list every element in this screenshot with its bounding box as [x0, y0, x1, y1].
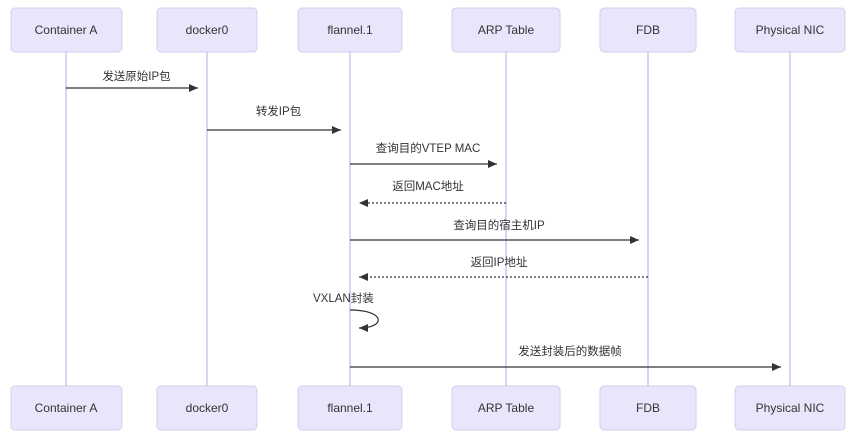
actor-label-physical-nic: Physical NIC: [756, 401, 825, 415]
actor-fdb-bottom[interactable]: FDB: [599, 385, 697, 431]
actor-box-physical-nic: [734, 7, 846, 53]
actor-arp-table-bottom[interactable]: ARP Table: [451, 385, 561, 431]
actor-box-container-a: [10, 7, 123, 53]
actor-flannel1-bottom[interactable]: flannel.1: [297, 385, 403, 431]
message-return-ip-address[interactable]: 返回IP地址: [359, 255, 648, 281]
actor-headers-bottom: Container A docker0 flannel.1 ARP Table FDB P…: [10, 385, 846, 431]
actor-container-a-bottom[interactable]: Container A: [10, 385, 123, 431]
actor-box-fdb: [599, 7, 697, 53]
actor-label-container-a: Container A: [35, 401, 98, 415]
actor-box-flannel1: [297, 385, 403, 431]
actor-headers-top: Container A docker0 flannel.1 ARP Table FDB P…: [10, 7, 846, 53]
actor-box-container-a: [10, 385, 123, 431]
message-vxlan-encapsulation[interactable]: VXLAN封装: [313, 291, 379, 332]
actor-label-arp-table: ARP Table: [478, 23, 535, 37]
actor-label-flannel1: flannel.1: [327, 401, 373, 415]
actor-flannel1-top[interactable]: flannel.1: [297, 7, 403, 53]
actor-docker0-top[interactable]: docker0: [156, 7, 258, 53]
actor-docker0-bottom[interactable]: docker0: [156, 385, 258, 431]
message-label-forward-ip-packet: 转发IP包: [256, 104, 302, 118]
actor-container-a-top[interactable]: Container A: [10, 7, 123, 53]
actor-label-container-a: Container A: [35, 23, 98, 37]
actor-fdb-top[interactable]: FDB: [599, 7, 697, 53]
message-label-query-dest-host-ip: 查询目的宿主机IP: [453, 218, 545, 232]
message-label-vxlan-encapsulation: VXLAN封装: [313, 291, 374, 305]
actor-label-flannel1: flannel.1: [327, 23, 373, 37]
actor-label-physical-nic: Physical NIC: [756, 23, 825, 37]
actor-physical-nic-bottom[interactable]: Physical NIC: [734, 385, 846, 431]
message-forward-ip-packet[interactable]: 转发IP包: [207, 104, 341, 134]
actor-label-arp-table: ARP Table: [478, 401, 535, 415]
message-query-dest-vtep-mac[interactable]: 查询目的VTEP MAC: [350, 141, 497, 168]
actor-label-docker0: docker0: [186, 401, 229, 415]
actor-box-docker0: [156, 7, 258, 53]
message-query-dest-host-ip[interactable]: 查询目的宿主机IP: [350, 218, 639, 244]
message-label-return-mac-address: 返回MAC地址: [392, 179, 464, 193]
message-send-original-ip-packet[interactable]: 发送原始IP包: [66, 69, 198, 92]
actor-physical-nic-top[interactable]: Physical NIC: [734, 7, 846, 53]
message-label-send-encapsulated-frame: 发送封装后的数据帧: [518, 344, 622, 358]
actor-label-docker0: docker0: [186, 23, 229, 37]
lifelines-group: [65, 52, 791, 386]
message-label-return-ip-address: 返回IP地址: [471, 255, 528, 269]
actor-box-physical-nic: [734, 385, 846, 431]
actor-box-flannel1: [297, 7, 403, 53]
actor-box-arp-table: [451, 7, 561, 53]
message-label-send-original-ip-packet: 发送原始IP包: [102, 69, 171, 83]
actor-box-fdb: [599, 385, 697, 431]
message-return-mac-address[interactable]: 返回MAC地址: [359, 179, 506, 207]
actor-arp-table-top[interactable]: ARP Table: [451, 7, 561, 53]
actor-label-fdb: FDB: [636, 401, 660, 415]
actor-label-fdb: FDB: [636, 23, 660, 37]
message-send-encapsulated-frame[interactable]: 发送封装后的数据帧: [350, 344, 781, 371]
actor-box-arp-table: [451, 385, 561, 431]
actor-box-docker0: [156, 385, 258, 431]
message-label-query-dest-vtep-mac: 查询目的VTEP MAC: [376, 141, 481, 155]
message-arrow-vxlan-encapsulation: [349, 309, 379, 332]
